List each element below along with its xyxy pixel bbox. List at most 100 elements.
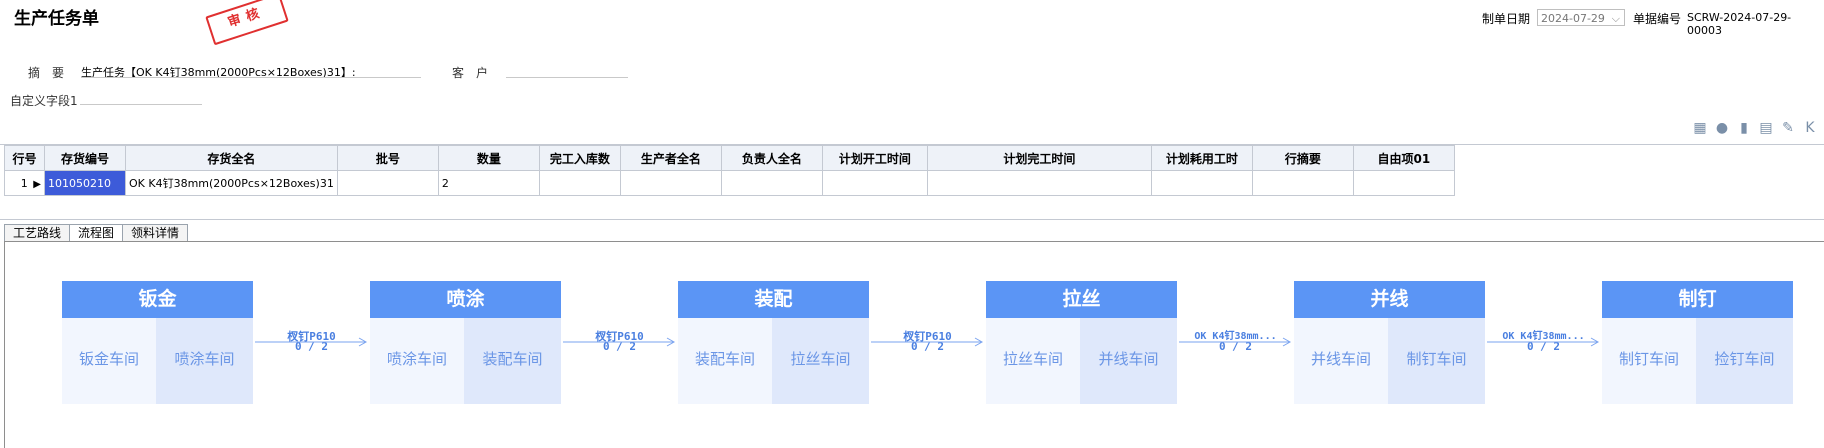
flow-stage[interactable]: 喷涂 喷涂车间装配车间 (370, 281, 561, 404)
stage-to-workshop: 制钉车间 (1388, 318, 1485, 404)
customer-label: 客 户 (452, 66, 489, 80)
date-value: 2024-07-29 (1541, 12, 1605, 25)
stage-title: 并线 (1294, 281, 1485, 318)
column-header[interactable]: 完工入库数 (538, 145, 621, 171)
summary-label: 摘 要 (28, 66, 65, 80)
tab-bar: 工艺路线 流程图 领料详情 (4, 224, 189, 241)
connector-count: 0 / 2 (1218, 340, 1253, 353)
grid-toolbar: ▦ ● ▮ ▤ ✎ K (1692, 120, 1818, 138)
stage-from-workshop: 装配车间 (678, 318, 772, 404)
column-header[interactable]: 批号 (336, 145, 439, 171)
date-picker[interactable]: 2024-07-29 ⌵ (1537, 9, 1625, 26)
doc-no-value: SCRW-2024-07-29-00003 (1687, 11, 1792, 37)
flow-stage[interactable]: 并线 并线车间制钉车间 (1294, 281, 1485, 404)
summary-underline (81, 77, 421, 78)
plan-hours-cell[interactable] (1150, 170, 1253, 196)
column-header[interactable]: 负责人全名 (720, 145, 823, 171)
stage-from-workshop: 钣金车间 (62, 318, 156, 404)
connector-count: 0 / 2 (294, 340, 329, 353)
connector-item: OK K4钉38mm... (1502, 331, 1585, 342)
tab-material-details[interactable]: 领料详情 (122, 224, 189, 241)
column-header[interactable]: 存货编号 (44, 145, 126, 171)
column-header[interactable]: 自由项01 (1352, 145, 1455, 171)
flow-connector: 杈钉P610 0 / 2 (561, 331, 678, 355)
stage-from-workshop: 拉丝车间 (986, 318, 1080, 404)
date-label: 制单日期 (1482, 12, 1531, 26)
qrcode-icon[interactable]: ▦ (1693, 120, 1707, 136)
flow-connector: OK K4钉38mm... 0 / 2 (1177, 331, 1294, 355)
calculator-icon[interactable]: ▤ (1759, 120, 1773, 136)
column-header[interactable]: 计划开工时间 (821, 145, 928, 171)
manager-cell[interactable] (720, 170, 823, 196)
stage-to-workshop: 并线车间 (1080, 318, 1177, 404)
grid-bottom-border (0, 219, 1824, 220)
customer-underline (506, 77, 628, 78)
doc-no-label: 单据编号 (1633, 12, 1682, 26)
free-item-cell[interactable] (1352, 170, 1455, 196)
connector-item: 杈钉P610 (595, 330, 644, 343)
producer-cell[interactable] (619, 170, 722, 196)
chevron-down-icon[interactable]: ⌵ (1611, 12, 1620, 25)
quantity-cell[interactable]: 2 (437, 170, 540, 196)
table-header-row: 行号 存货编号 存货全名 批号 数量 完工入库数 生产者全名 负责人全名 计划开… (4, 145, 1455, 171)
flow-stage[interactable]: 装配 装配车间拉丝车间 (678, 281, 869, 404)
connector-count: 0 / 2 (1526, 340, 1561, 353)
flow-connector: 杈钉P610 0 / 2 (869, 331, 986, 355)
summary-field[interactable]: 生产任务【OK K4钉38mm(2000Pcs×12Boxes)31】: (81, 66, 356, 79)
custom-field-label: 自定义字段1 (10, 94, 78, 108)
plan-end-cell[interactable] (926, 170, 1152, 196)
flow-connector: OK K4钉38mm... 0 / 2 (1485, 331, 1602, 355)
column-header[interactable]: 生产者全名 (619, 145, 722, 171)
flowchart-panel (4, 241, 1824, 448)
items-table: 行号 存货编号 存货全名 批号 数量 完工入库数 生产者全名 负责人全名 计划开… (4, 145, 1455, 196)
stage-to-workshop: 拉丝车间 (772, 318, 869, 404)
completed-cell[interactable] (538, 170, 621, 196)
flow-stage[interactable]: 制钉 制钉车间捡钉车间 (1602, 281, 1793, 404)
row-number-cell[interactable]: 1 ▶ (4, 170, 45, 196)
stage-from-workshop: 并线车间 (1294, 318, 1388, 404)
row-memo-cell[interactable] (1251, 170, 1354, 196)
column-header[interactable]: 计划耗用工时 (1150, 145, 1253, 171)
stage-title: 拉丝 (986, 281, 1177, 318)
column-header[interactable]: 行摘要 (1251, 145, 1354, 171)
item-name-cell[interactable]: OK K4钉38mm(2000Pcs×12Boxes)31 (125, 170, 338, 196)
custom-field-underline (80, 104, 202, 105)
flow-stage[interactable]: 拉丝 拉丝车间并线车间 (986, 281, 1177, 404)
page-title: 生产任务单 (14, 9, 99, 29)
arrow-right-icon (1487, 337, 1600, 347)
connector-count: 0 / 2 (602, 340, 637, 353)
arrow-right-icon (871, 337, 984, 347)
arrow-right-icon (255, 337, 368, 347)
tab-process-route[interactable]: 工艺路线 (4, 224, 71, 241)
tab-flowchart[interactable]: 流程图 (69, 224, 124, 241)
column-header[interactable]: 数量 (437, 145, 540, 171)
connector-item: 杈钉P610 (287, 330, 336, 343)
flow-connector: 杈钉P610 0 / 2 (253, 331, 370, 355)
more-icon[interactable]: K (1805, 120, 1815, 136)
column-header[interactable]: 行号 (4, 145, 45, 171)
stage-from-workshop: 制钉车间 (1602, 318, 1696, 404)
connector-count: 0 / 2 (910, 340, 945, 353)
grid-top-border (0, 144, 1824, 145)
plan-start-cell[interactable] (821, 170, 928, 196)
arrow-right-icon (563, 337, 676, 347)
stage-from-workshop: 喷涂车间 (370, 318, 464, 404)
batch-cell[interactable] (336, 170, 439, 196)
arrow-right-icon (1179, 337, 1292, 347)
column-header[interactable]: 计划完工时间 (926, 145, 1152, 171)
flow-stage[interactable]: 钣金 钣金车间喷涂车间 (62, 281, 253, 404)
connector-item: 杈钉P610 (903, 330, 952, 343)
row-number: 1 (20, 176, 28, 190)
stage-to-workshop: 装配车间 (464, 318, 561, 404)
connector-item: OK K4钉38mm... (1194, 331, 1277, 342)
column-header[interactable]: 存货全名 (125, 145, 338, 171)
table-row[interactable]: 1 ▶ 101050210 OK K4钉38mm(2000Pcs×12Boxes… (4, 170, 1455, 196)
attachment-icon[interactable]: ✎ (1782, 120, 1794, 136)
stage-title: 喷涂 (370, 281, 561, 318)
stage-to-workshop: 喷涂车间 (156, 318, 253, 404)
chart-icon[interactable]: ▮ (1740, 120, 1748, 136)
stage-title: 钣金 (62, 281, 253, 318)
comment-icon[interactable]: ● (1715, 120, 1729, 136)
item-code-cell[interactable]: 101050210 (44, 170, 126, 196)
row-pointer-icon: ▶ (33, 178, 41, 190)
